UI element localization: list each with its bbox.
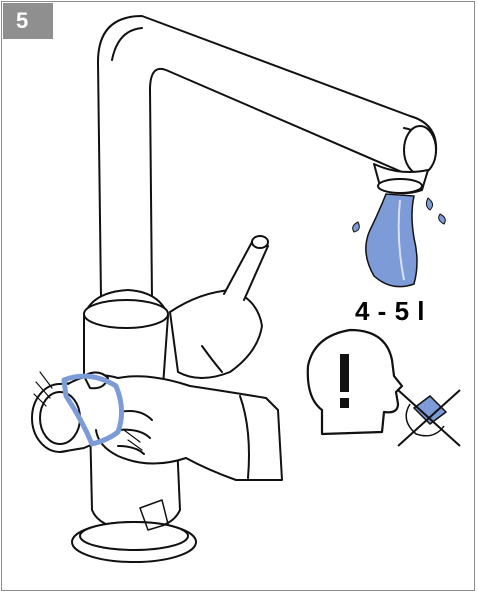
crossed-out-glass-icon [398,390,460,446]
water-stream-icon [366,194,417,287]
exclamation-bar [340,354,349,392]
head-warning-icon [308,330,402,434]
exclamation-dot [340,398,349,408]
water-quantity-label: 4 - 5 l [355,296,425,327]
